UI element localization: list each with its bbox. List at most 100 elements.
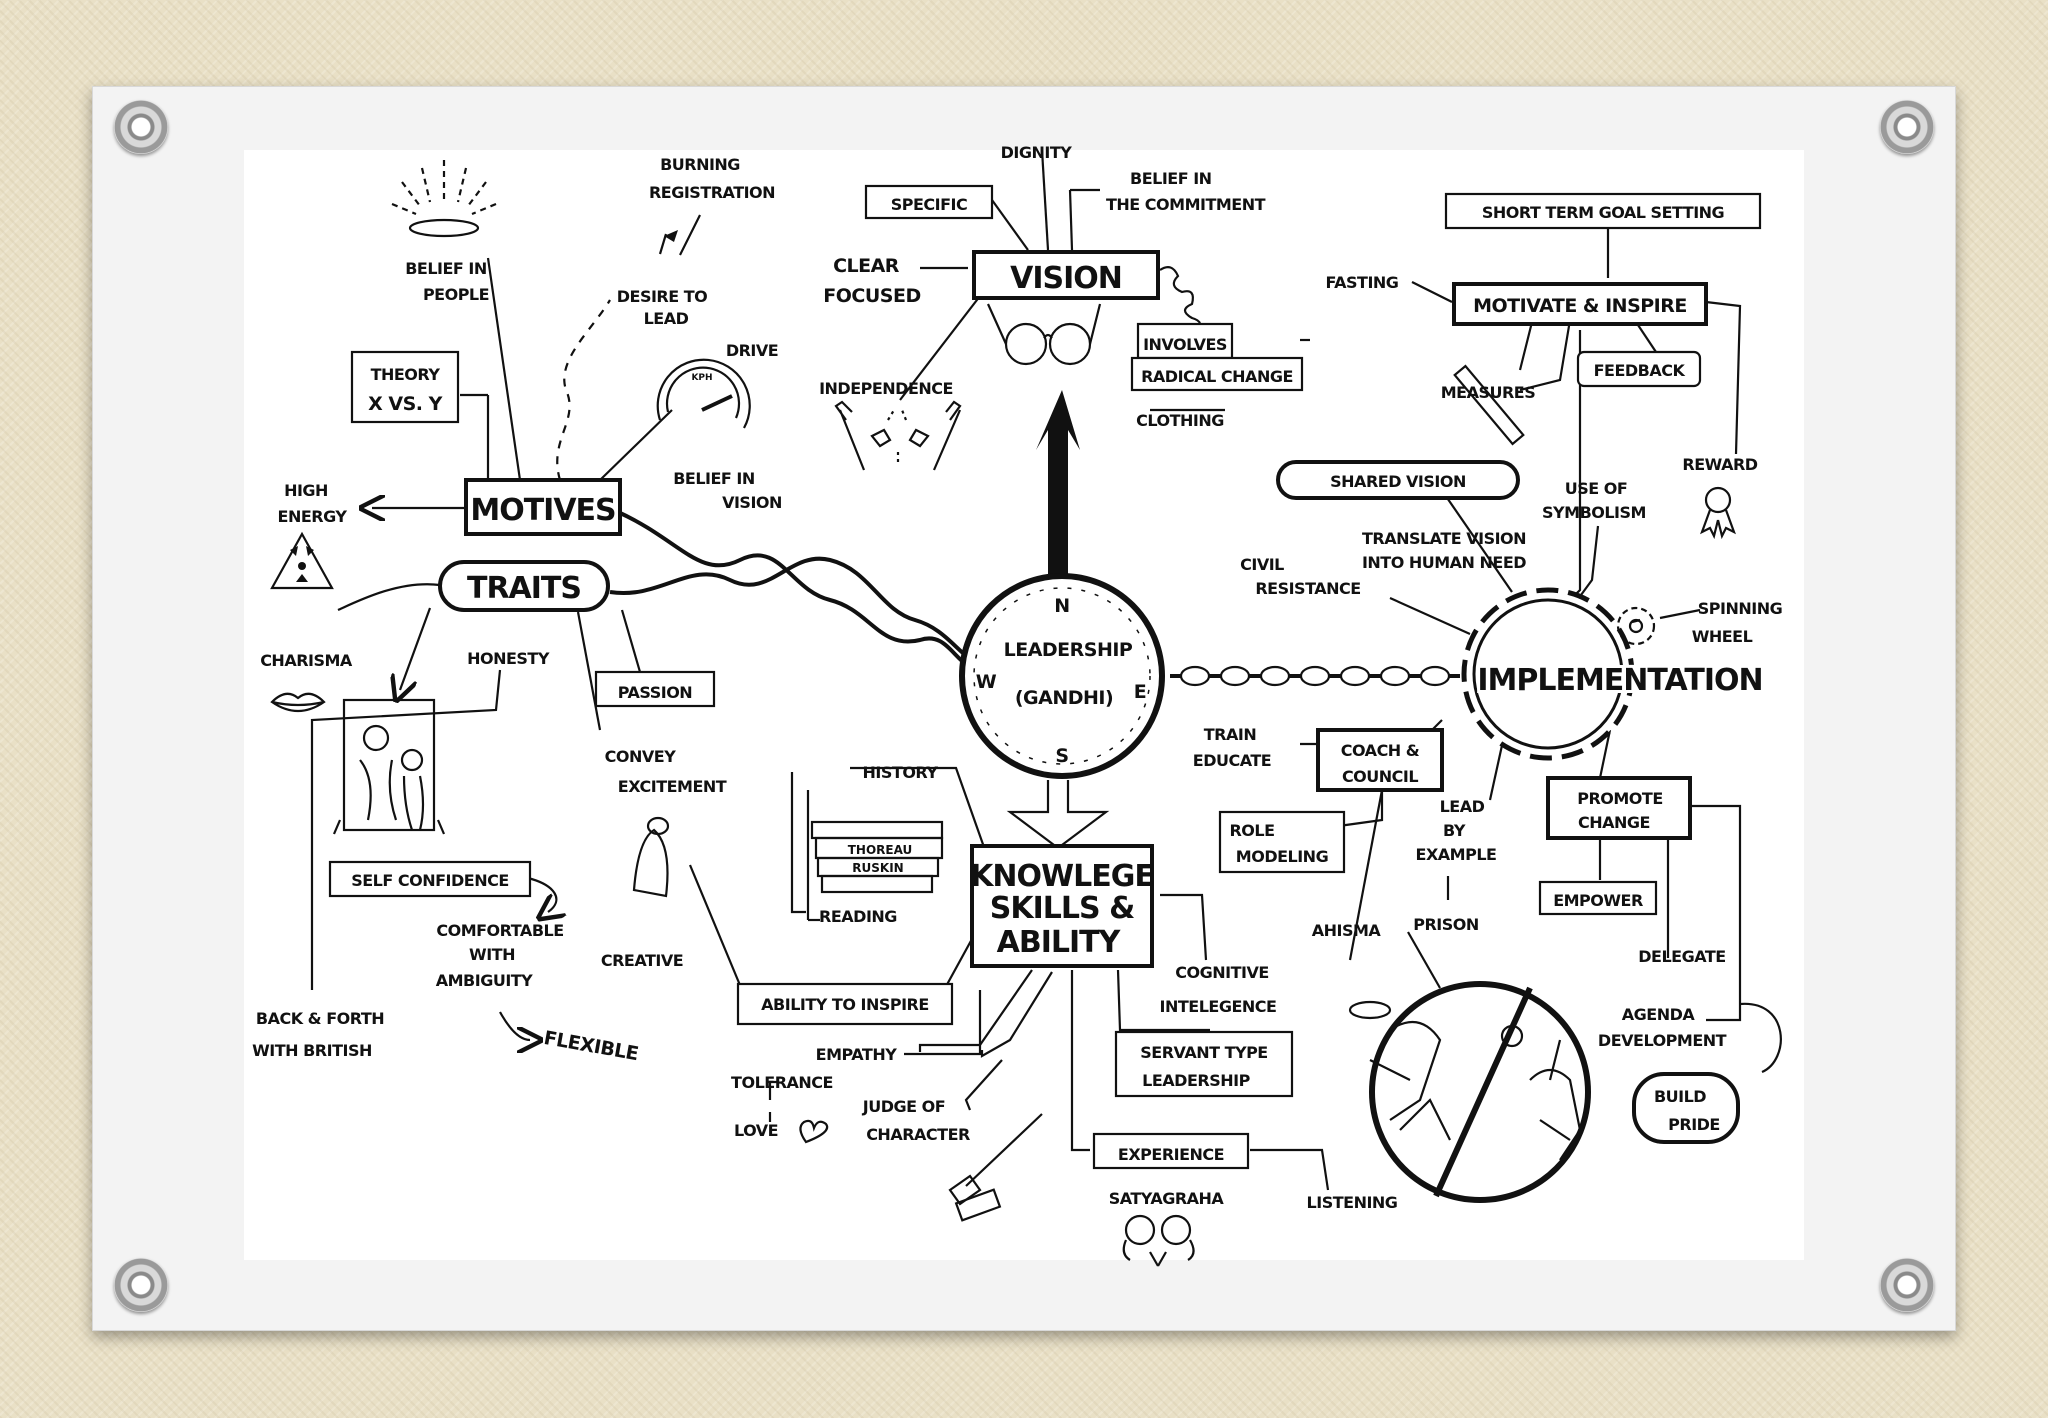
- three-monkeys-icon: [1122, 1214, 1195, 1267]
- grommet-icon: [1880, 1258, 1934, 1312]
- map-label: SATYAGRAHA: [1109, 1189, 1225, 1208]
- map-label: SPINNING: [1698, 599, 1782, 618]
- map-label: CHARACTER: [866, 1125, 970, 1144]
- radiation-icon: [270, 531, 334, 590]
- lips-icon: [270, 692, 326, 713]
- map-label: INTELEGENCE: [1160, 997, 1277, 1016]
- map-label: ABILITY: [997, 925, 1122, 960]
- map-label: EMPOWER: [1553, 891, 1643, 910]
- map-label: WITH BRITISH: [252, 1041, 372, 1060]
- map-label: AHISMA: [1312, 921, 1382, 940]
- map-label: TOLERANCE: [731, 1073, 833, 1092]
- map-label: JUDGE OF: [862, 1097, 945, 1116]
- knowledge-cluster: KNOWLEGE SKILLS & ABILITY HISTORY THOREA…: [731, 763, 1398, 1267]
- speedometer-icon: KPH: [656, 358, 751, 429]
- center-title: LEADERSHIP: [1004, 639, 1133, 661]
- map-label: SYMBOLISM: [1542, 503, 1646, 522]
- implementation-node: IMPLEMENTATION: [1477, 663, 1762, 698]
- map-label: PRISON: [1413, 915, 1479, 934]
- gavel-icon: [948, 1113, 1043, 1222]
- map-label: DESIRE TO: [617, 287, 708, 306]
- map-label: VISION: [722, 493, 782, 512]
- map-label: COUNCIL: [1342, 767, 1418, 786]
- map-label: INDEPENDENCE: [819, 379, 953, 398]
- motives-cluster: BELIEF IN PEOPLE BURNING REGISTRATION DE…: [252, 155, 782, 1065]
- map-label: THE COMMITMENT: [1106, 195, 1266, 214]
- map-label: RADICAL CHANGE: [1141, 367, 1293, 386]
- map-label: INTO HUMAN NEED: [1362, 553, 1526, 572]
- map-label: ENERGY: [278, 507, 348, 526]
- map-label: CIVIL: [1240, 555, 1284, 574]
- no-violence-icon: [1348, 981, 1591, 1203]
- map-label: HIGH: [284, 481, 328, 500]
- books-icon: THOREAU RUSKIN: [810, 820, 944, 894]
- map-label: DEVELOPMENT: [1598, 1031, 1727, 1050]
- map-label: FASTING: [1326, 273, 1399, 292]
- map-label: BELIEF IN: [405, 259, 487, 278]
- map-label: SPECIFIC: [891, 195, 968, 214]
- map-label: DELEGATE: [1638, 947, 1725, 966]
- center-subtitle: (GANDHI): [1015, 687, 1113, 709]
- map-label: SERVANT TYPE: [1140, 1043, 1267, 1062]
- map-label: THOREAU: [848, 843, 913, 857]
- map-label: COMFORTABLE: [436, 921, 563, 940]
- map-label: BURNING: [660, 155, 740, 174]
- map-label: FOCUSED: [823, 285, 920, 307]
- map-label: CLOTHING: [1136, 411, 1224, 430]
- ribbon-icon: [1700, 486, 1736, 540]
- vision-cluster: VISION DIGNITY SPECIFIC BELIEF IN THE CO…: [819, 143, 1304, 471]
- broken-chains-icon: [834, 400, 962, 471]
- flag-icon: [658, 230, 678, 255]
- map-label: RUSKIN: [852, 861, 903, 875]
- map-label: ROLE: [1229, 821, 1274, 840]
- map-label: EXAMPLE: [1416, 845, 1497, 864]
- map-label: X VS. Y: [368, 393, 442, 415]
- map-label: DRIVE: [726, 341, 778, 360]
- map-label: REWARD: [1682, 455, 1757, 474]
- map-label: SELF CONFIDENCE: [351, 871, 509, 890]
- gear-icon: [1461, 587, 1635, 761]
- map-label: EXCITEMENT: [618, 777, 727, 796]
- map-label: REGISTRATION: [649, 183, 775, 202]
- map-label: EXPERIENCE: [1118, 1145, 1224, 1164]
- spinning-wheel-icon: [1616, 606, 1656, 646]
- heart-icon: [799, 1119, 829, 1144]
- map-label: AMBIGUITY: [436, 971, 533, 990]
- chain-icon: [1170, 665, 1460, 687]
- map-label: CHANGE: [1578, 813, 1650, 832]
- leadership-compass: N S E W LEADERSHIP (GANDHI): [959, 573, 1165, 779]
- map-label: LOVE: [734, 1121, 778, 1140]
- map-label: HONESTY: [467, 649, 550, 668]
- map-label: SKILLS &: [990, 891, 1134, 926]
- map-label: WHEEL: [1692, 627, 1753, 646]
- compass-east: E: [1134, 681, 1146, 703]
- map-label: INVOLVES: [1143, 335, 1227, 354]
- map-label: PEOPLE: [423, 285, 489, 304]
- map-label: READING: [819, 907, 897, 926]
- grommet-icon: [114, 1258, 168, 1312]
- map-label: TRAIN: [1204, 725, 1256, 744]
- gandhi-figures-icon: [332, 698, 446, 835]
- map-label: CHARISMA: [260, 651, 353, 670]
- map-label: EMPATHY: [816, 1045, 898, 1064]
- vision-node: VISION: [1010, 261, 1122, 296]
- map-label: EDUCATE: [1193, 751, 1271, 770]
- map-label: THEORY: [371, 365, 441, 384]
- map-label: AGENDA: [1622, 1005, 1696, 1024]
- compass-north: N: [1054, 595, 1069, 617]
- map-label: BELIEF IN: [1130, 169, 1212, 188]
- map-label: CONVEY: [605, 747, 677, 766]
- map-label: CLEAR: [833, 255, 900, 277]
- down-arrow-icon: [1006, 780, 1110, 850]
- ruler-icon: [1453, 364, 1525, 446]
- map-label: RESISTANCE: [1255, 579, 1360, 598]
- map-label: TRANSLATE VISION: [1362, 529, 1526, 548]
- map-label: BY: [1443, 821, 1466, 840]
- glasses-icon: [986, 303, 1102, 366]
- compass-west: W: [976, 671, 997, 693]
- map-label: MEASURES: [1441, 383, 1536, 402]
- map-label: LEAD: [644, 309, 689, 328]
- map-label: FLEXIBLE: [542, 1027, 640, 1065]
- map-label: WITH: [469, 945, 515, 964]
